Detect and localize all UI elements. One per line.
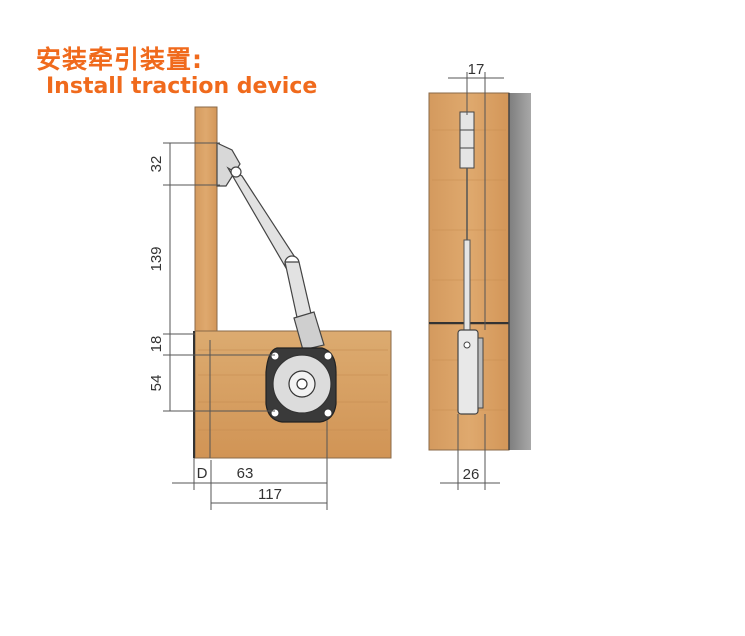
dim-26: 26 xyxy=(463,466,480,483)
dim-117: 117 xyxy=(258,486,282,503)
wall xyxy=(509,93,531,450)
mechanism-housing xyxy=(265,347,337,423)
cylinder-body xyxy=(293,311,325,351)
door-panel xyxy=(194,106,218,332)
top-fitting xyxy=(459,111,475,169)
rod xyxy=(463,239,471,331)
front-view: 17 26 xyxy=(428,61,531,490)
dim-63: 63 xyxy=(237,465,254,482)
title-chinese: 安装牵引装置: xyxy=(36,45,203,74)
dim-54: 54 xyxy=(148,375,165,392)
dim-D: D xyxy=(197,465,208,482)
dim-17: 17 xyxy=(468,61,485,78)
dim-32: 32 xyxy=(148,156,165,173)
dim-139: 139 xyxy=(148,246,165,271)
title-english: Install traction device xyxy=(46,74,318,99)
side-view: 32 139 18 54 D 63 117 xyxy=(148,106,392,510)
lower-arm xyxy=(284,261,313,323)
dim-18: 18 xyxy=(148,336,165,353)
upper-arm xyxy=(226,166,299,269)
